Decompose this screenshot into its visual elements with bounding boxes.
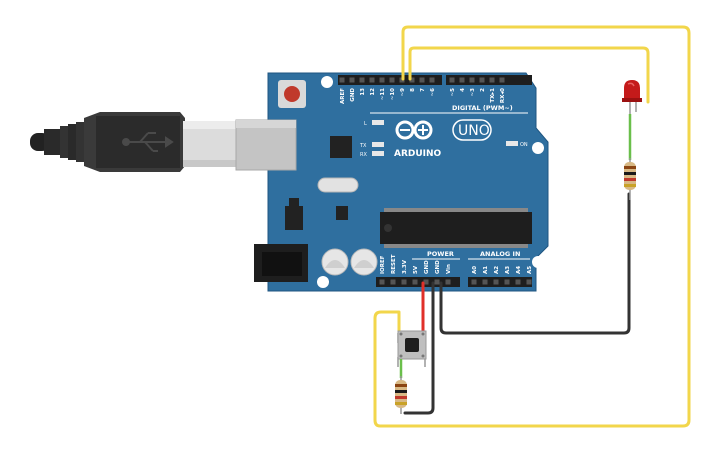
pin-hole — [412, 279, 418, 285]
pin-hole — [369, 77, 375, 83]
capacitor — [321, 248, 349, 276]
pin-label: A2 — [494, 266, 500, 274]
pin-label: ~11 — [380, 88, 386, 100]
pin-hole — [419, 77, 425, 83]
pin-label: AREF — [340, 88, 346, 104]
pin-label: GND — [424, 260, 430, 274]
pin-hole — [379, 279, 385, 285]
pin-label: 5V — [413, 265, 419, 274]
voltage-regulator — [285, 198, 303, 230]
board-leds: L TX RX ON — [359, 120, 528, 158]
pin-label: A3 — [505, 266, 511, 274]
pin-hole — [482, 279, 488, 285]
pin-hole — [479, 77, 485, 83]
pin-hole — [489, 77, 495, 83]
resistor — [624, 158, 636, 200]
black-wire — [439, 192, 631, 335]
pin-hole — [469, 77, 475, 83]
svg-text:RX: RX — [360, 152, 367, 158]
pin-label: A5 — [527, 266, 533, 274]
atmega-chip — [380, 208, 532, 248]
pin-label: 13 — [360, 88, 366, 96]
svg-text:L: L — [364, 121, 367, 127]
analog-header: A0 A1 A2 A3 A4 A5 ANALOG IN — [468, 250, 533, 287]
power-header-label: POWER — [427, 250, 454, 258]
yellow-wire — [408, 46, 650, 104]
digital-header-label: DIGITAL (PWM~) — [452, 104, 513, 112]
crystal-oscillator — [317, 177, 359, 193]
arduino-logo-icon — [395, 120, 433, 140]
pin-hole — [499, 77, 505, 83]
pin-hole — [429, 77, 435, 83]
pin-hole — [349, 77, 355, 83]
red-led — [622, 80, 642, 114]
pin-hole — [339, 77, 345, 83]
mounting-hole — [532, 142, 544, 154]
pin-hole — [401, 279, 407, 285]
mounting-hole — [532, 256, 544, 268]
yellow-wire — [373, 25, 691, 428]
usb-jack — [235, 119, 297, 171]
pin-label: 8 — [410, 88, 416, 92]
pin-label: A4 — [516, 266, 522, 274]
pin-label: ~6 — [430, 88, 436, 97]
resistor — [395, 376, 407, 414]
pin-label: ~5 — [450, 88, 456, 97]
pin-hole — [526, 279, 532, 285]
pin-hole — [515, 279, 521, 285]
chip — [336, 206, 348, 220]
usb-icon — [122, 132, 174, 152]
arduino-uno-board: ARDUINO UNO L TX RX ON AREF GND 13 12 ~11 ~10… — [235, 72, 549, 292]
pin-hole — [449, 77, 455, 83]
reset-button — [278, 80, 306, 108]
pin-label: TX▸1 — [490, 88, 496, 103]
svg-text:ON: ON — [520, 142, 528, 148]
pin-label: 3.3V — [402, 259, 408, 274]
uno-badge — [452, 119, 492, 141]
capacitor — [350, 248, 378, 276]
pin-label: 4 — [460, 88, 466, 92]
pin-label: 12 — [370, 88, 376, 96]
mounting-hole — [317, 276, 329, 288]
pin-hole — [471, 279, 477, 285]
pin-label: Vin — [446, 264, 452, 274]
svg-text:TX: TX — [359, 143, 367, 149]
black-wire — [403, 281, 435, 415]
pin-hole — [389, 77, 395, 83]
pin-label: GND — [435, 260, 441, 274]
pin-hole — [504, 279, 510, 285]
pin-hole — [434, 279, 440, 285]
pin-label: IOREF — [380, 255, 386, 274]
pin-hole — [423, 279, 429, 285]
pin-label: 2 — [480, 88, 486, 92]
mounting-hole — [321, 76, 333, 88]
pin-label: 7 — [420, 88, 426, 92]
pin-label: A1 — [483, 266, 489, 274]
pin-label: GND — [350, 88, 356, 102]
pin-hole — [379, 77, 385, 83]
pin-label: A0 — [472, 266, 478, 274]
pushbutton — [397, 330, 427, 367]
chip — [330, 136, 352, 158]
pin-hole — [359, 77, 365, 83]
pin-label: ~9 — [400, 88, 406, 97]
analog-header-label: ANALOG IN — [480, 250, 520, 258]
uno-label: UNO — [458, 123, 490, 139]
pin-hole — [409, 77, 415, 83]
power-header: IOREF RESET 3.3V 5V GND GND Vin POWER — [376, 250, 460, 287]
pin-hole — [493, 279, 499, 285]
pin-label: ~3 — [470, 88, 476, 97]
usb-cable — [30, 112, 241, 172]
pin-label: ~10 — [390, 88, 396, 100]
dc-power-jack — [254, 244, 308, 282]
pin-label: RESET — [391, 254, 397, 274]
pin-hole — [445, 279, 451, 285]
pin-hole — [390, 279, 396, 285]
arduino-logo-text: ARDUINO — [394, 149, 442, 159]
pin-label: RX◂0 — [500, 88, 506, 103]
pin-hole — [459, 77, 465, 83]
